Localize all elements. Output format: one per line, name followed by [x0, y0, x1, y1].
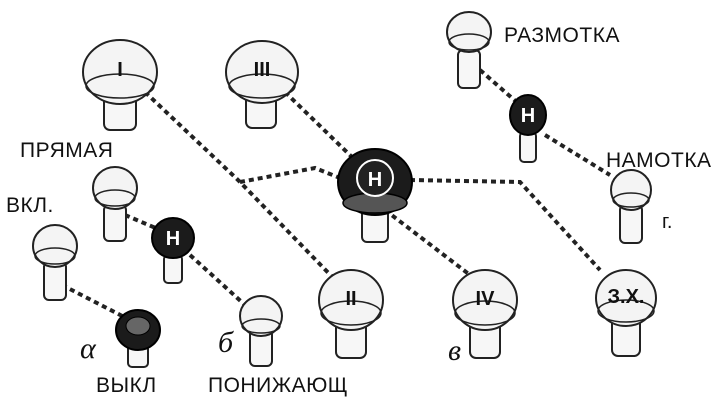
knob-III[interactable]: III — [225, 40, 299, 129]
knob-h-namotka[interactable]: Н — [509, 94, 547, 163]
knob-pryamaya[interactable] — [92, 166, 138, 242]
knob-ponizhayushch[interactable] — [239, 295, 283, 367]
knob-II[interactable]: II — [318, 269, 384, 359]
label-razmotka: РАЗМОТКА — [504, 24, 620, 47]
knob-razmotka[interactable] — [446, 11, 492, 89]
knob-vkl[interactable] — [32, 224, 78, 301]
label-vykl: ВЫКЛ — [96, 374, 157, 397]
knob-h-center-label: Н — [368, 169, 382, 191]
knob-h-left[interactable]: Н — [151, 217, 195, 284]
link-center-to-zx — [409, 178, 602, 272]
label-pryamaya: ПРЯМАЯ — [20, 139, 113, 162]
marker-g: г. — [662, 211, 672, 233]
label-namotka: НАМОТКА — [606, 149, 712, 172]
linkage-lines — [61, 68, 612, 322]
link-razmotka-to-h — [478, 68, 522, 107]
knob-g[interactable] — [610, 169, 652, 244]
knob-h-left-label: Н — [166, 228, 180, 250]
link-h-to-namotka — [543, 133, 612, 177]
knob-IV-label: IV — [476, 288, 496, 310]
knob-zx[interactable]: З.Х. — [595, 269, 657, 357]
knob-IV[interactable]: IV — [452, 269, 518, 359]
link-h-to-ponizhayushch — [188, 253, 247, 307]
knob-II-label: II — [345, 288, 356, 310]
link-center-left — [239, 165, 341, 184]
link-I-to-II — [143, 90, 347, 292]
link-center-to-IV — [383, 208, 472, 277]
knob-I[interactable]: I — [82, 39, 158, 131]
knob-vykl[interactable] — [115, 309, 161, 368]
marker-v: в — [448, 334, 461, 367]
label-ponizhayushch: ПОНИЖАЮЩ — [208, 374, 348, 397]
knob-III-label: III — [254, 59, 271, 81]
marker-b: б — [218, 326, 234, 359]
knob-I-label: I — [117, 59, 123, 81]
marker-a: α — [80, 332, 97, 365]
link-III-to-center — [283, 90, 357, 162]
knob-h-namotka-label: Н — [521, 105, 535, 127]
label-vkl: ВКЛ. — [6, 194, 54, 217]
knob-zx-label: З.Х. — [608, 286, 645, 308]
knob-h-center[interactable]: Н — [337, 148, 413, 243]
link-vkl-to-vykl — [61, 283, 131, 322]
